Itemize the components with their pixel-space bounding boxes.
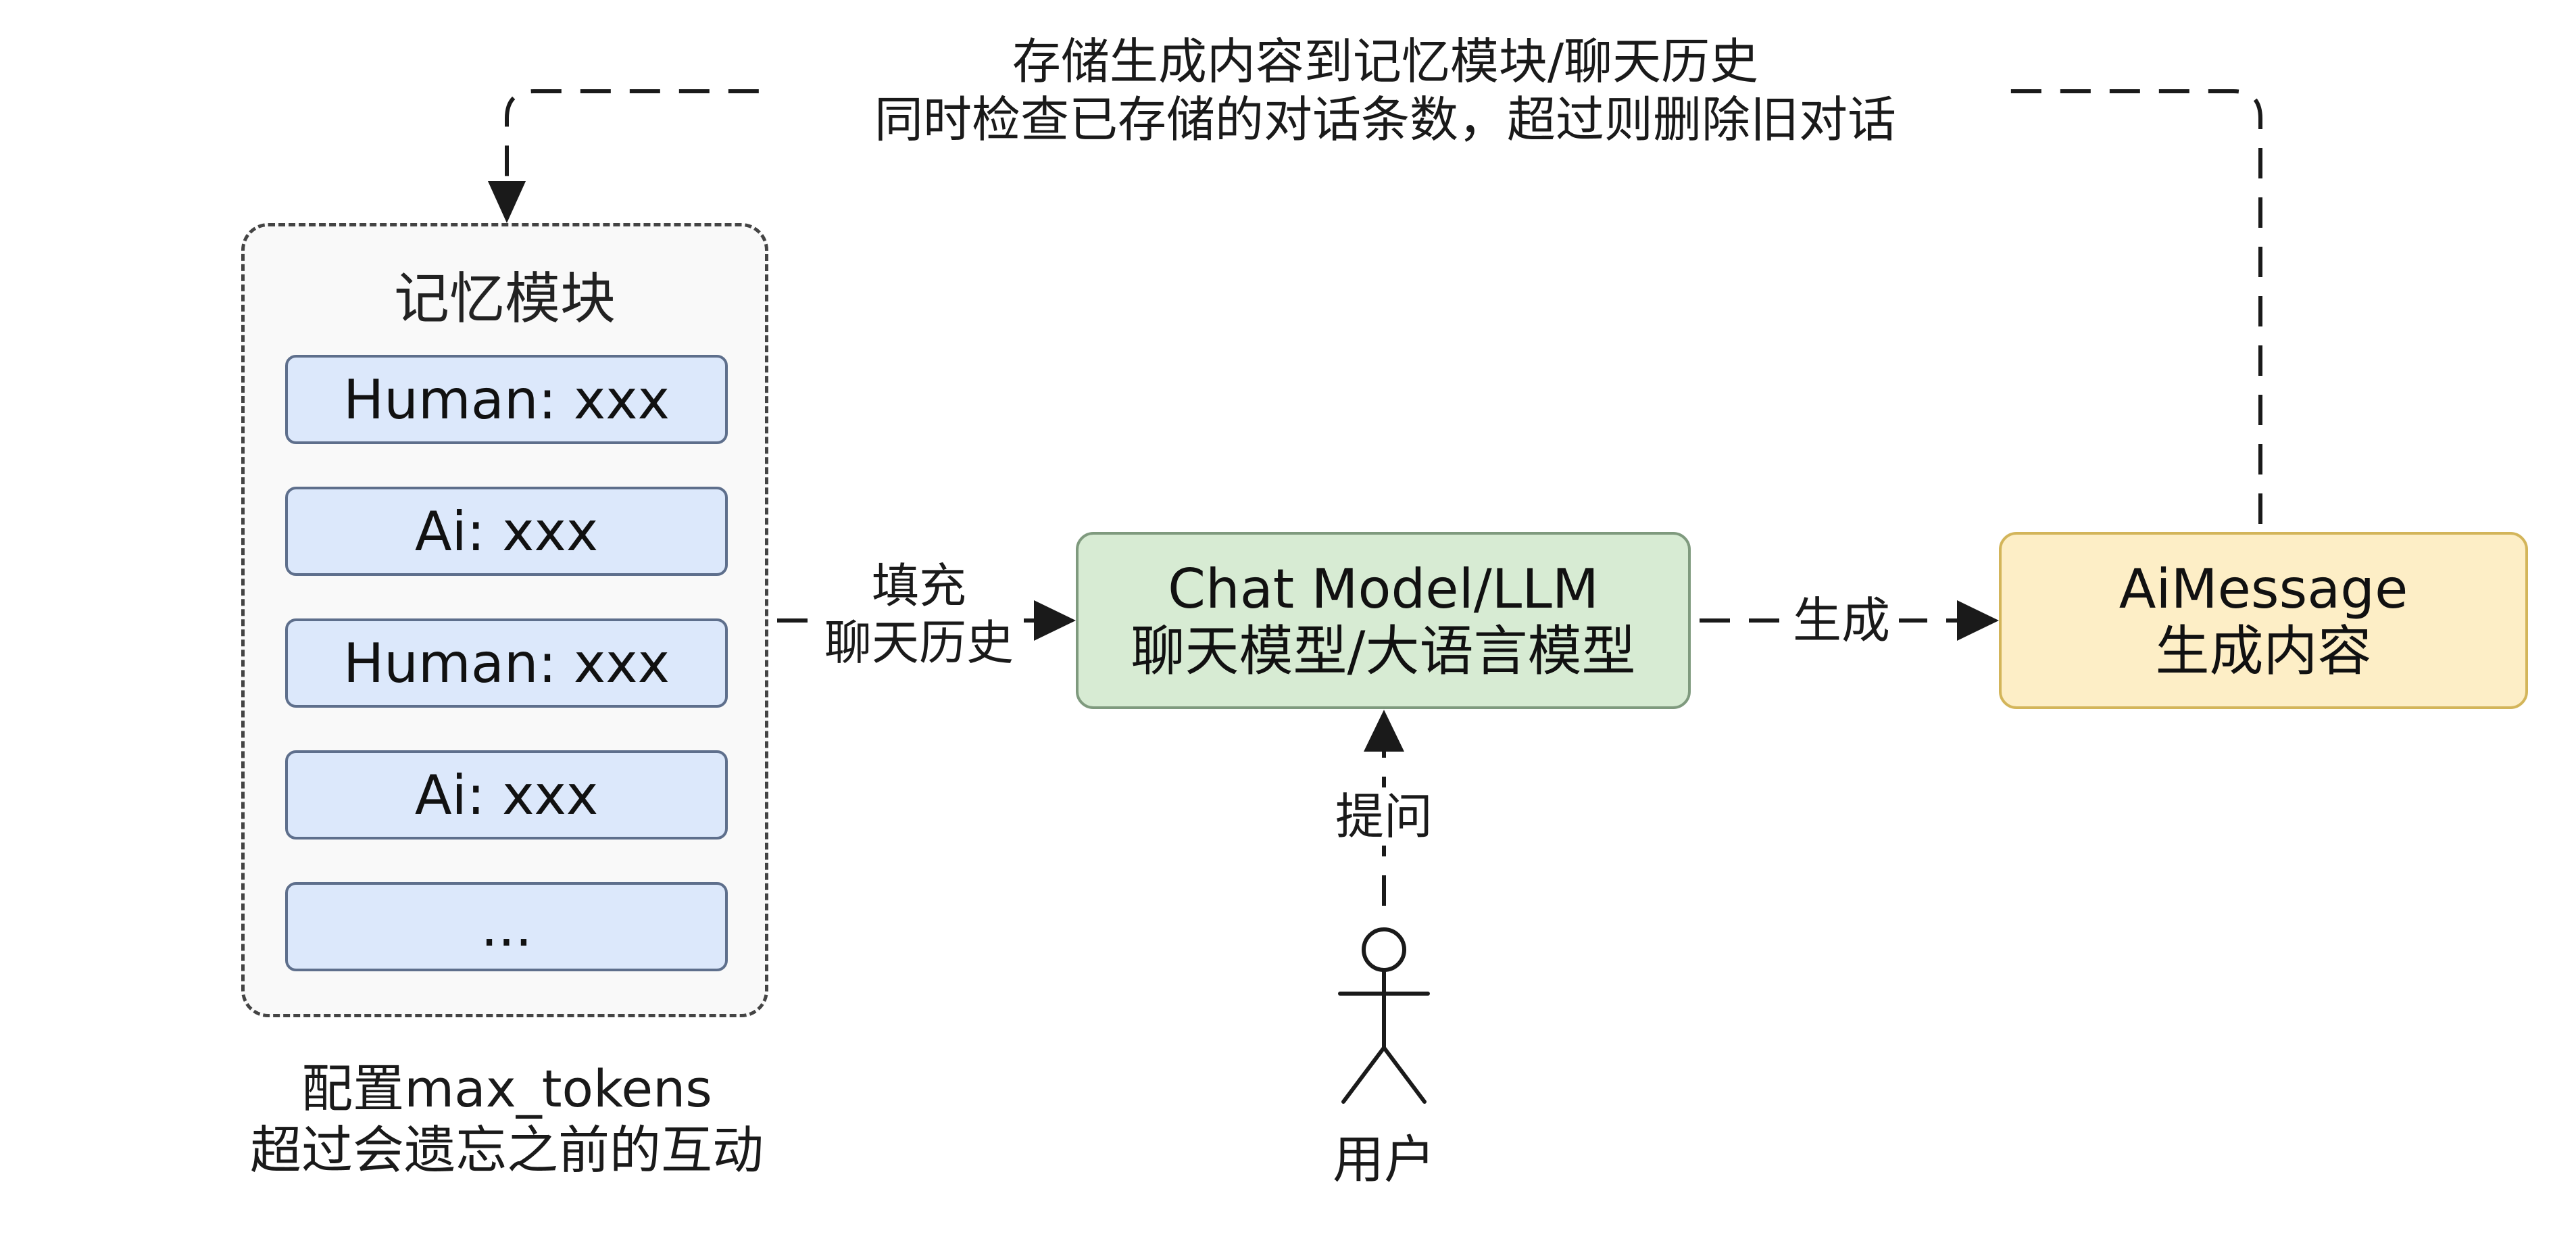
ai-node-line2: 生成内容	[2155, 620, 2372, 683]
llm-node-line2: 聊天模型/大语言模型	[1131, 620, 1636, 683]
store-feedback-line	[505, 89, 2262, 524]
store-arrowhead	[488, 181, 526, 223]
memory-note-line2: 超过会遗忘之前的互动	[250, 1120, 764, 1181]
llm-node: Chat Model/LLM 聊天模型/大语言模型	[1076, 532, 1691, 709]
memory-note: 配置max_tokens 超过会遗忘之前的互动	[203, 1058, 811, 1181]
stick-figure-icon	[1338, 927, 1430, 1104]
generate-arrowhead	[1957, 600, 1999, 641]
memory-item: Human: xxx	[285, 618, 728, 708]
user-label: 用户	[1333, 1129, 1435, 1190]
ask-arrowhead	[1364, 710, 1404, 752]
store-note: 存储生成内容到记忆模块/聊天历史 同时检查已存储的对话条数，超过则删除旧对话	[777, 32, 1993, 149]
ai-node-line1: AiMessage	[2119, 558, 2408, 620]
store-note-line2: 同时检查已存储的对话条数，超过则删除旧对话	[874, 91, 1896, 149]
memory-item: ...	[285, 882, 728, 971]
memory-module: 记忆模块 Human: xxx Ai: xxx Human: xxx Ai: x…	[241, 223, 768, 1017]
fill-arrowhead	[1034, 600, 1076, 641]
memory-item: Ai: xxx	[285, 487, 728, 576]
generate-edge-label: 生成	[1784, 591, 1899, 650]
fill-edge-line2: 聊天历史	[824, 615, 1014, 671]
ask-edge-label: 提问	[1311, 787, 1457, 846]
memory-item: Human: xxx	[285, 355, 728, 444]
memory-module-title: 记忆模块	[393, 267, 616, 331]
ai-message-node: AiMessage 生成内容	[1999, 532, 2528, 709]
memory-note-line1: 配置max_tokens	[301, 1058, 712, 1119]
store-note-line1: 存储生成内容到记忆模块/聊天历史	[1012, 33, 1759, 90]
fill-edge-line1: 填充	[872, 558, 966, 614]
memory-item: Ai: xxx	[285, 750, 728, 840]
fill-edge-label: 填充 聊天历史	[818, 558, 1020, 671]
llm-node-line1: Chat Model/LLM	[1168, 558, 1599, 620]
